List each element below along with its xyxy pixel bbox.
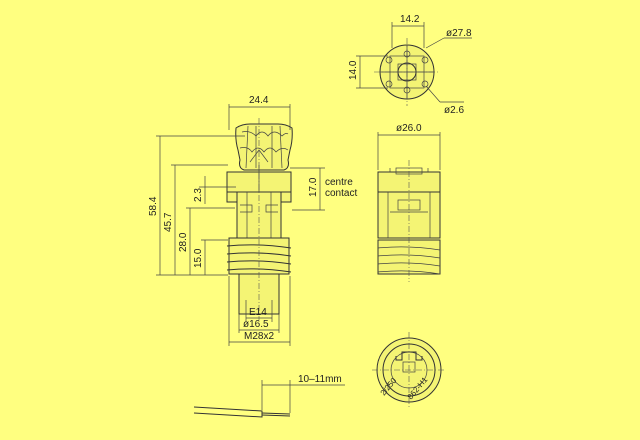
dim-m28x2: M28x2 [244, 331, 274, 342]
wire-view: 10–11mm [193, 374, 345, 418]
dim-side-26-0: ø26.0 [396, 123, 422, 134]
dim-28-0: 28.0 [178, 232, 189, 252]
side-view [377, 160, 441, 282]
dim-top-27-8: ø27.8 [446, 28, 472, 39]
top-view [374, 38, 440, 106]
dim-24-4: 24.4 [249, 95, 269, 106]
dim-wire-strip: 10–11mm [298, 374, 342, 385]
front-cap [235, 123, 293, 171]
dim-dia-16-5: ø16.5 [243, 319, 269, 330]
dim-58-4: 58.4 [148, 196, 159, 216]
front-dimensions: 24.4 58.4 45.7 28.0 15.0 2.3 17.0 centre… [148, 95, 357, 346]
bottom-view: 2/250 862-H1 [372, 332, 446, 408]
dim-17-0: 17.0 [308, 177, 319, 197]
dim-e14: E14 [249, 307, 267, 318]
dim-top-2-6: ø2.6 [444, 105, 464, 116]
dim-15-0: 15.0 [193, 248, 204, 268]
side-dimensions: ø26.0 [377, 123, 441, 170]
dim-2-3: 2.3 [193, 188, 204, 202]
label-contact: contact [325, 188, 357, 199]
dim-45-7: 45.7 [163, 212, 174, 232]
top-dimensions: 14.2 ø27.8 14.0 ø2.6 [348, 14, 472, 116]
dim-top-14-2: 14.2 [400, 14, 420, 25]
front-view [226, 118, 293, 320]
label-centre: centre [325, 177, 353, 188]
dim-top-14-0: 14.0 [348, 60, 359, 80]
